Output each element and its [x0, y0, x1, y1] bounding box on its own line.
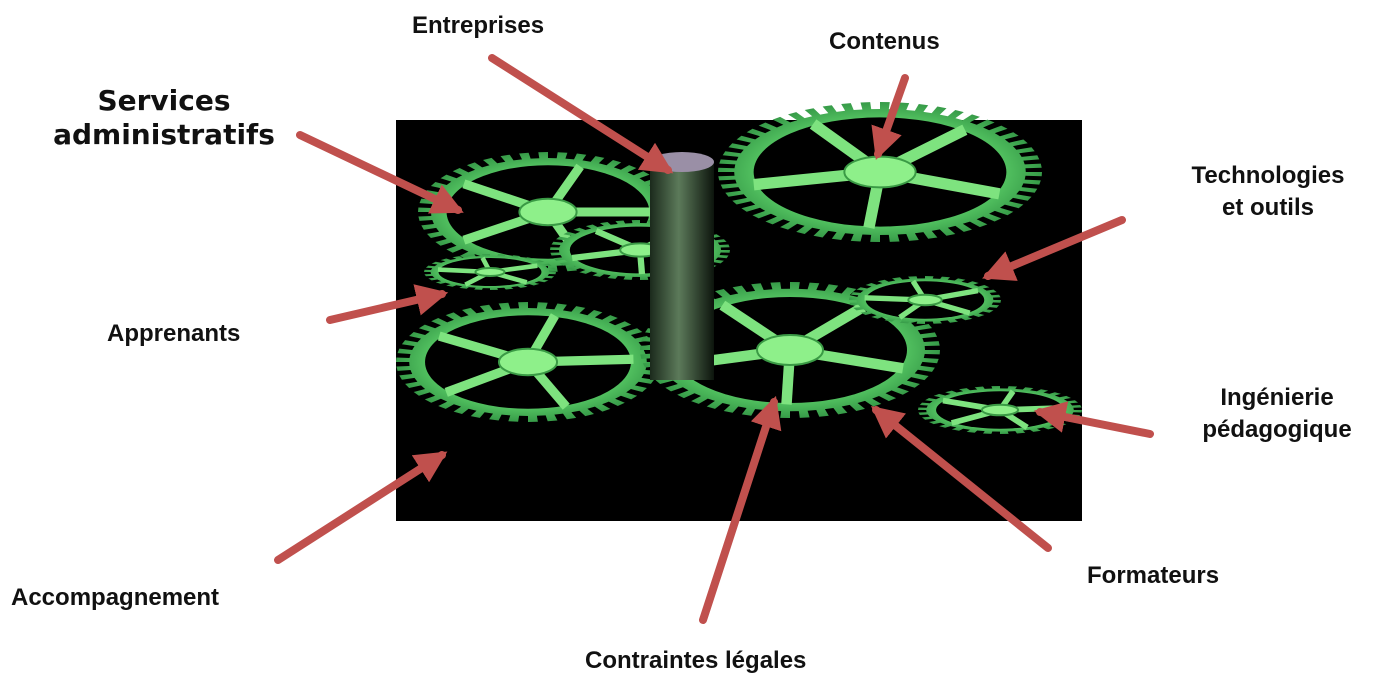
- gear-icon: [424, 254, 556, 290]
- label-contenus: Contenus: [829, 28, 940, 55]
- gear-icon: [640, 282, 940, 418]
- label-ingenierie-pedagogique: Ingénierie pédagogique: [1193, 382, 1361, 446]
- label-technologies-line1: Technologies: [1191, 162, 1345, 189]
- arrow-services: [296, 131, 464, 214]
- gear-hub: [474, 267, 506, 277]
- arrow-contraintes: [699, 395, 782, 624]
- label-formateurs: Formateurs: [1087, 562, 1220, 589]
- gear-hub: [980, 403, 1020, 417]
- label-technologies-line2: et outils: [1221, 194, 1314, 221]
- label-ingenierie-line2: pédagogique: [1202, 416, 1352, 443]
- arrow-ingenierie: [1033, 401, 1154, 438]
- gear-icon: [849, 276, 1001, 324]
- gear-icon: [396, 302, 660, 422]
- label-services-line1: Services: [97, 84, 231, 117]
- gear-hub: [497, 347, 559, 377]
- label-services-administratifs: Services administratifs: [52, 84, 276, 152]
- arrow-formateurs: [871, 405, 1052, 552]
- arrow-accompagnement: [274, 451, 448, 564]
- gear-hub: [907, 293, 943, 307]
- gears-illustration: [396, 102, 1082, 434]
- label-services-line2: administratifs: [53, 118, 275, 151]
- label-ingenierie-line1: Ingénierie: [1220, 384, 1334, 411]
- label-accompagnement: Accompagnement: [11, 584, 220, 611]
- label-contraintes-legales: Contraintes légales: [585, 647, 807, 674]
- gear-hub: [756, 334, 824, 366]
- arrow-apprenants: [326, 284, 449, 324]
- label-apprenants: Apprenants: [107, 320, 241, 347]
- arrow-technologies: [982, 216, 1126, 281]
- arrows: [274, 54, 1154, 624]
- arrow-contenus: [871, 74, 909, 161]
- gear-icon: [718, 102, 1042, 242]
- central-shaft: [650, 160, 714, 380]
- gear-hub: [843, 155, 917, 189]
- label-technologies-outils: Technologies et outils: [1178, 160, 1358, 224]
- label-entreprises: Entreprises: [412, 12, 545, 39]
- arrow-entreprises: [488, 54, 674, 174]
- gear-hub: [518, 197, 578, 227]
